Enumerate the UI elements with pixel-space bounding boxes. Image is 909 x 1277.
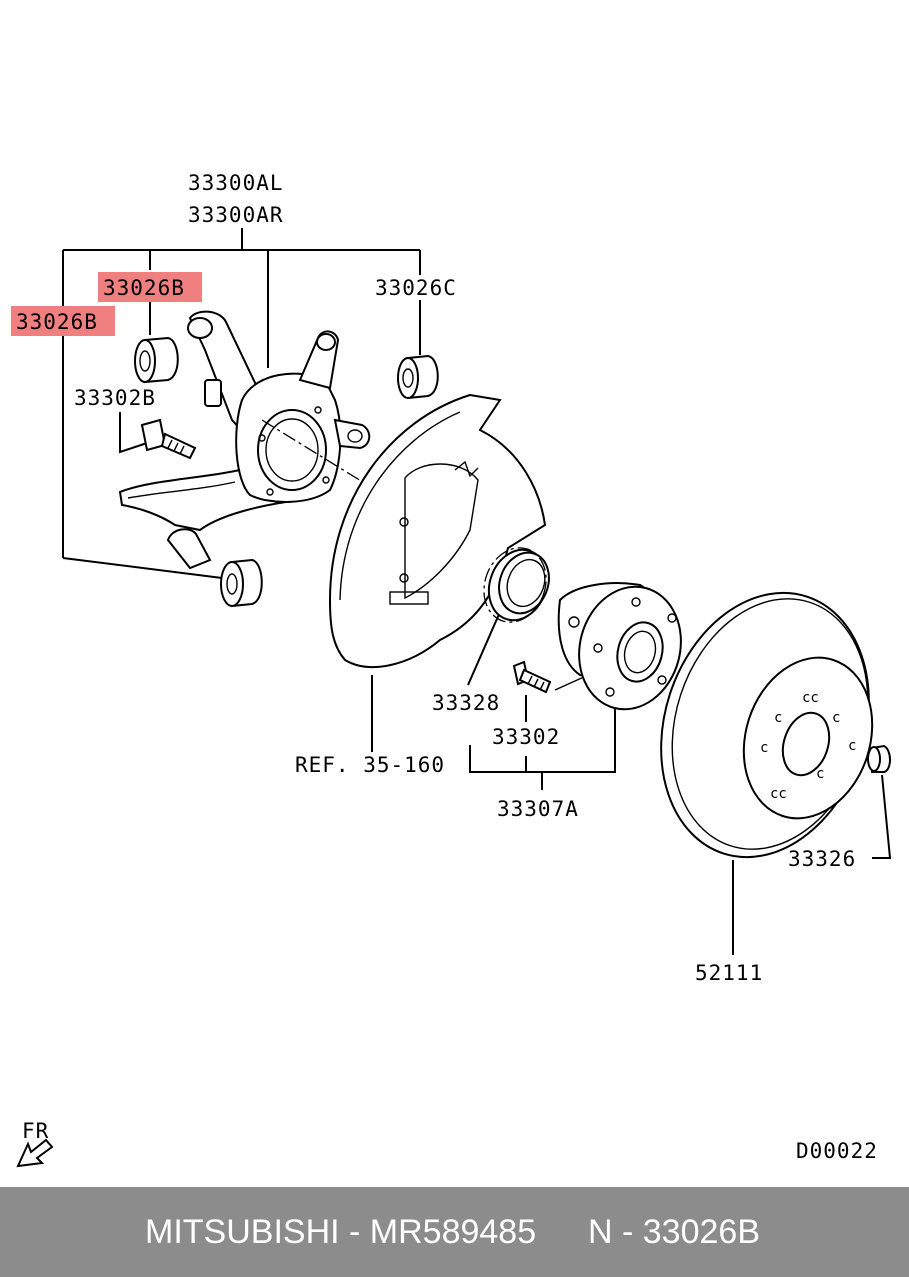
label-33300ar: 33300AR bbox=[188, 203, 284, 227]
label-52111: 52111 bbox=[695, 961, 763, 985]
footer-brand-part: MITSUBISHI - MR589485 bbox=[145, 1213, 537, 1251]
label-33026c: 33026C bbox=[375, 276, 457, 300]
dust-shield-part bbox=[328, 393, 547, 668]
svg-text:c: c bbox=[816, 766, 824, 782]
bushing-33026c-part bbox=[397, 354, 439, 400]
bolt-33302b-part bbox=[140, 418, 197, 460]
label-33302b: 33302B bbox=[74, 386, 156, 410]
label-33326: 33326 bbox=[788, 847, 856, 871]
front-arrow-icon bbox=[16, 1138, 54, 1168]
label-ref-35-160: REF. 35-160 bbox=[295, 753, 445, 777]
label-33026b-lower: 33026B bbox=[16, 310, 98, 334]
highlight-33026b-upper bbox=[98, 272, 202, 302]
brake-disc-part: cc c c c cc c c bbox=[660, 591, 874, 859]
label-fr: FR bbox=[22, 1119, 49, 1143]
label-33026b-upper: 33026B bbox=[103, 276, 185, 300]
svg-text:c: c bbox=[832, 710, 840, 726]
svg-text:c: c bbox=[848, 738, 856, 754]
nut-part bbox=[867, 744, 891, 773]
front-direction-marker: FR bbox=[16, 1119, 54, 1168]
label-33300al: 33300AL bbox=[188, 171, 284, 195]
svg-text:c: c bbox=[774, 710, 782, 726]
sensor-ring-part bbox=[483, 547, 550, 623]
leader-lines bbox=[62, 228, 892, 955]
parts-diagram: cc c c c cc c c 33300AL 33300AR 33026B 3… bbox=[11, 171, 892, 1168]
hub-assembly-part bbox=[557, 582, 682, 711]
diagram-code: D00022 bbox=[796, 1139, 878, 1163]
bushing-33026b-upper-part bbox=[134, 336, 179, 384]
svg-text:cc: cc bbox=[770, 786, 787, 802]
label-33307a: 33307A bbox=[497, 797, 579, 821]
label-33302: 33302 bbox=[492, 725, 560, 749]
hub-bolt-part bbox=[512, 660, 552, 694]
label-33328: 33328 bbox=[432, 691, 500, 715]
footer-ref-number: N - 33026B bbox=[588, 1213, 760, 1251]
highlight-33026b-lower bbox=[11, 306, 115, 336]
footer-bar: MITSUBISHI - MR589485 N - 33026B bbox=[0, 1187, 909, 1277]
bushing-33026b-lower-part bbox=[220, 558, 263, 608]
svg-text:cc: cc bbox=[802, 690, 819, 706]
svg-text:c: c bbox=[760, 740, 768, 756]
knuckle-assembly bbox=[118, 310, 471, 570]
